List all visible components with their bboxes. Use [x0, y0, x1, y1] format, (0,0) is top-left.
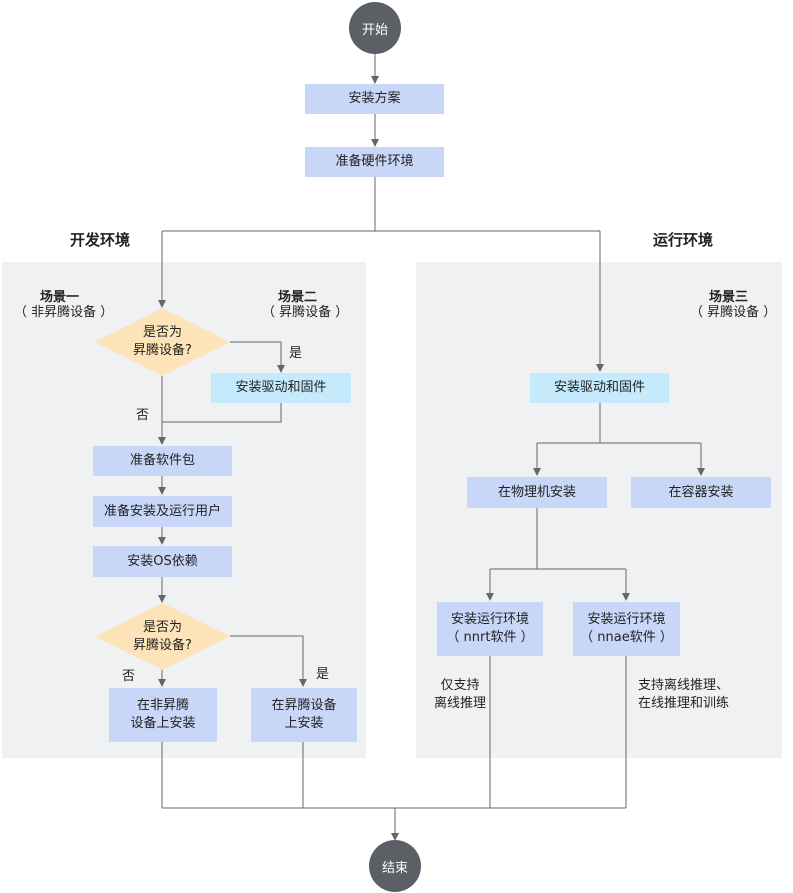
nnae-line1: 安装运行环境 — [587, 612, 666, 627]
ascend-line2: 上安装 — [284, 716, 324, 731]
no-label-2: 否 — [122, 669, 136, 684]
nnrt-note-line2: 离线推理 — [433, 696, 486, 711]
install-plan-box: 安装方案 — [305, 84, 444, 114]
scene2-subtitle: （ 昇腾设备 ） — [262, 305, 349, 320]
prepare-package-box: 准备软件包 — [93, 446, 232, 476]
start-node: 开始 — [349, 2, 401, 54]
container-install-box: 在容器安装 — [631, 477, 771, 508]
install-os-dependency-box: 安装OS依赖 — [93, 546, 232, 577]
yes-label-2: 是 — [316, 667, 330, 682]
non-ascend-install-box: 在非昇腾 设备上安装 — [109, 688, 217, 742]
nnae-note-line1: 支持离线推理、 — [638, 678, 730, 693]
no-label-1: 否 — [136, 408, 150, 423]
scene1-title: 场景一 — [40, 290, 80, 305]
run-env-panel — [416, 262, 782, 758]
nnae-note: 支持离线推理、 在线推理和训练 — [638, 677, 729, 713]
scene1-subtitle: （ 非昇腾设备 ） — [14, 305, 114, 320]
nnae-install-box: 安装运行环境 （ nnae软件 ） — [573, 602, 680, 656]
dev-env-title: 开发环境 — [70, 231, 131, 249]
nnrt-line2: （ nnrt软件 ） — [446, 630, 534, 645]
diamond-shape — [95, 603, 230, 670]
decision1-line1: 是否为 — [142, 325, 182, 340]
prepare-hardware-box: 准备硬件环境 — [305, 147, 444, 177]
end-node: 结束 — [369, 840, 421, 892]
ascend-install-box: 在昇腾设备 上安装 — [251, 688, 357, 742]
decision-is-ascend-2: 是否为 昇腾设备? — [95, 603, 230, 670]
yes-label-1: 是 — [289, 346, 303, 361]
decision-is-ascend-1: 是否为 昇腾设备? — [95, 308, 230, 376]
scene2-title: 场景二 — [278, 290, 318, 305]
decision1-line2: 昇腾设备? — [133, 343, 192, 358]
nnrt-install-box: 安装运行环境 （ nnrt软件 ） — [437, 602, 543, 656]
nnae-line2: （ nnae软件 ） — [580, 630, 673, 645]
nnrt-note-line1: 仅支持 — [440, 678, 480, 693]
scene3-subtitle: （ 昇腾设备 ） — [690, 305, 777, 320]
non-ascend-line1: 在非昇腾 — [136, 698, 189, 713]
run-env-title: 运行环境 — [653, 231, 714, 249]
non-ascend-line2: 设备上安装 — [130, 716, 196, 731]
physical-install-box: 在物理机安装 — [467, 477, 607, 508]
nnrt-note: 仅支持 离线推理 — [418, 677, 502, 713]
nnae-note-line2: 在线推理和训练 — [638, 696, 730, 711]
prepare-user-box: 准备安装及运行用户 — [93, 496, 232, 527]
nnrt-line1: 安装运行环境 — [450, 612, 529, 627]
scene3-title: 场景三 — [709, 290, 749, 305]
decision2-line2: 昇腾设备? — [133, 637, 192, 653]
install-driver-run-box: 安装驱动和固件 — [530, 373, 669, 403]
ascend-line1: 在昇腾设备 — [271, 698, 337, 713]
diamond-shape — [95, 308, 230, 376]
decision2-line1: 是否为 — [142, 619, 182, 635]
install-driver-dev-box: 安装驱动和固件 — [211, 373, 351, 403]
